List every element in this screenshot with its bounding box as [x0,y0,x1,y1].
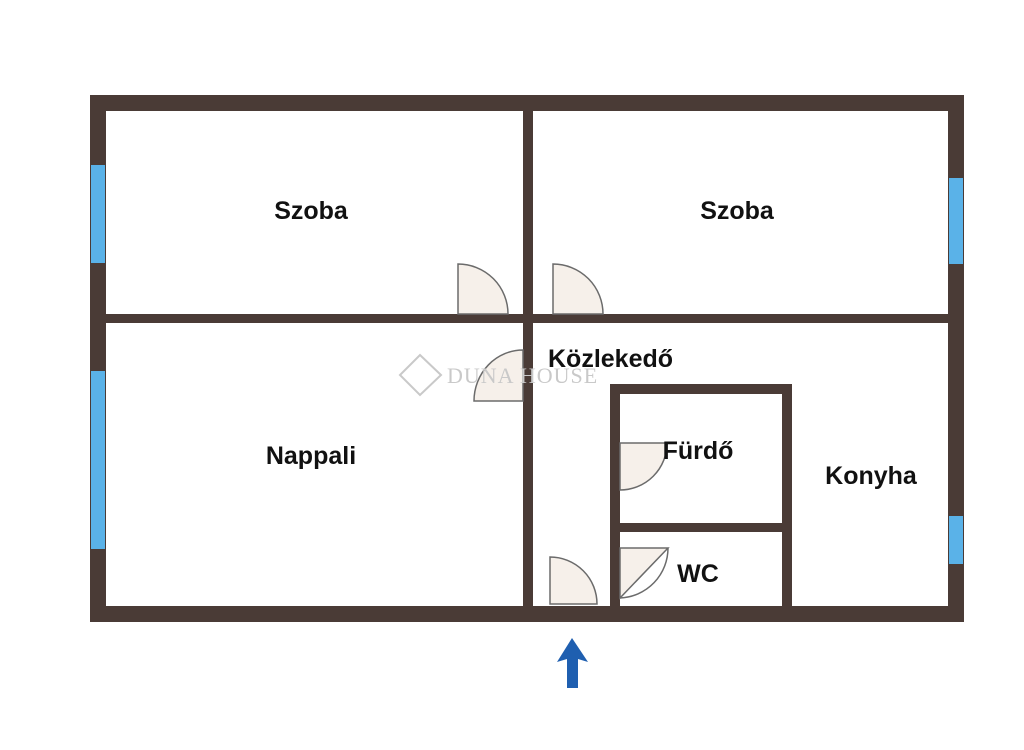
window-left-upper [91,165,105,263]
label-konyha: Konyha [825,462,918,490]
wall-horizontal-middle [106,314,948,323]
window-right-lower [949,516,963,564]
doors [457,263,670,605]
windows [91,165,963,564]
wall-bath-right [782,384,792,606]
wall-bath-top [610,384,792,394]
door-wc [619,547,670,600]
door-left-bedroom [457,263,509,315]
door-entrance [549,556,598,605]
outer-wall-top [90,95,964,111]
label-wc: WC [677,560,719,588]
window-right-upper [949,178,963,264]
window-left-lower [91,371,105,549]
label-szoba-left: Szoba [274,197,349,225]
wall-bath-wc-divider [610,523,792,532]
door-wc-arc [619,547,669,599]
door-living-room [473,349,524,402]
door-right-bedroom [552,263,604,315]
door-bathroom [619,442,668,491]
label-kozlekedo: Közlekedő [548,345,673,373]
wall-bath-left [610,388,620,606]
interior-walls [106,111,948,606]
watermark-text: DUNA HOUSE [447,363,598,388]
watermark: DUNA HOUSE [398,353,598,397]
label-furdo: Fürdő [663,437,734,465]
room-labels: Szoba Szoba Nappali Közlekedő Fürdő Kony… [266,197,918,588]
diamond-logo-icon [398,353,443,397]
wall-hallway-left [523,323,533,606]
wall-bedrooms-divider [523,111,533,316]
arrow-up-icon [557,638,588,688]
label-nappali: Nappali [266,442,356,470]
label-szoba-right: Szoba [700,197,775,225]
outer-wall-bottom [90,606,964,622]
